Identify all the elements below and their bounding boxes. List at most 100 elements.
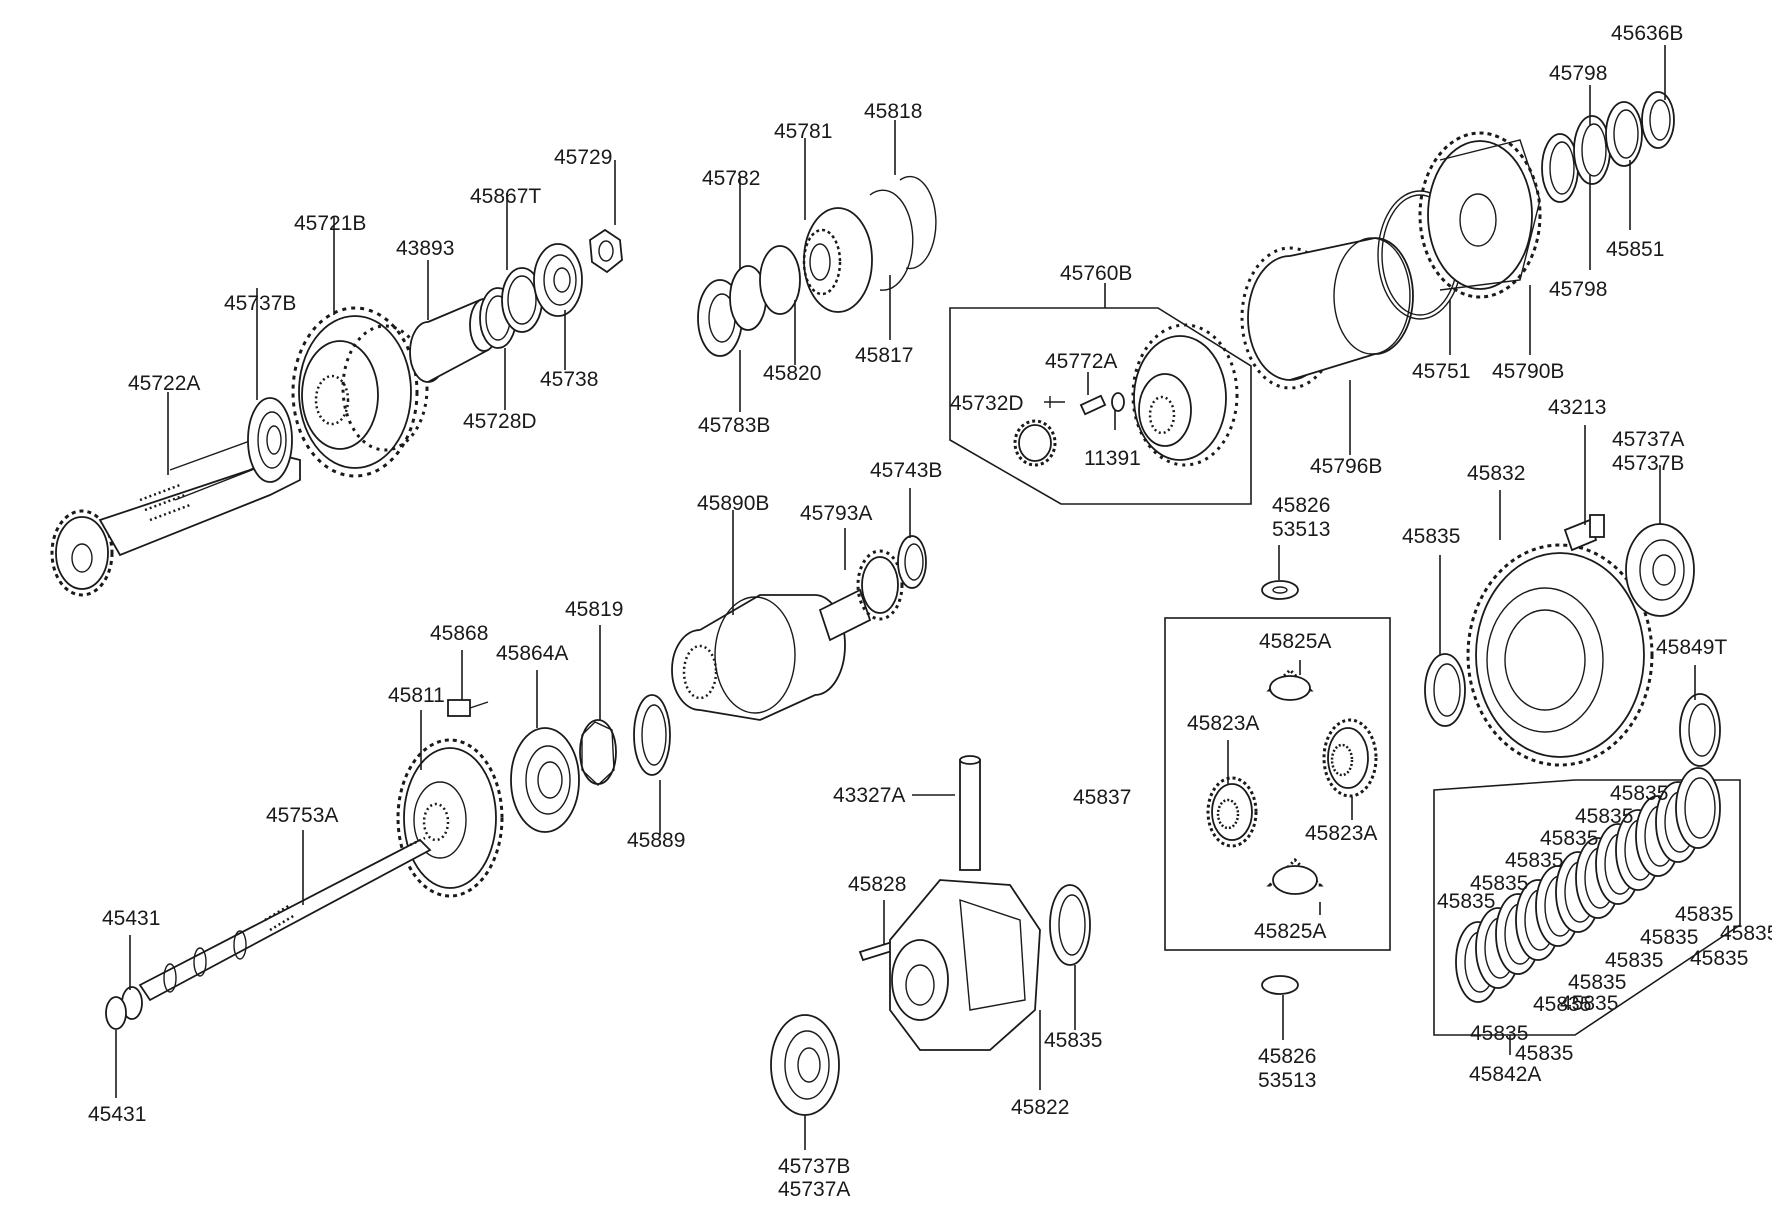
label-53513-bot: 53513 [1258, 1069, 1316, 1092]
pin-45732D [1044, 396, 1065, 408]
label-45721B: 45721B [294, 212, 366, 235]
bearing-45738 [533, 243, 583, 317]
label-45835-stack: 45835 [1470, 872, 1528, 895]
label-45835-stack: 45835 [1437, 890, 1495, 913]
gear-45811 [396, 738, 504, 898]
clutch-plate [1675, 767, 1721, 849]
clutch-stack-labels: 4583545835458354583545835458354583545835… [1437, 782, 1772, 1065]
bolt-45868 [447, 699, 489, 717]
label-45819: 45819 [565, 598, 623, 621]
gear-45793A [818, 549, 904, 642]
label-45835-stack: 45835 [1505, 849, 1563, 872]
pin-43327A [959, 755, 981, 871]
label-45835-r: 45835 [1402, 525, 1460, 548]
label-45835-stack: 45835 [1568, 971, 1626, 994]
clutch-plate-stack-45835 [1455, 767, 1721, 1003]
label-45864A: 45864A [496, 642, 568, 665]
label-45832: 45832 [1467, 462, 1525, 485]
group-box-45837 [1164, 617, 1391, 951]
label-53513-top: 53513 [1272, 518, 1330, 541]
carrier-45890B [671, 594, 846, 721]
label-45783B: 45783B [698, 414, 770, 437]
label-45728D: 45728D [463, 410, 537, 433]
label-45751: 45751 [1412, 360, 1470, 383]
label-45837: 45837 [1073, 786, 1131, 809]
bevel-gear-45825A-top [1266, 667, 1314, 701]
label-45798-top: 45798 [1549, 62, 1607, 85]
label-45722A: 45722A [128, 372, 200, 395]
label-45835-stack: 45835 [1470, 1022, 1528, 1045]
label-45835-stack: 45835 [1540, 827, 1598, 850]
label-45842A: 45842A [1469, 1063, 1541, 1086]
label-45743B: 45743B [870, 459, 942, 482]
label-45796B: 45796B [1310, 455, 1382, 478]
label-45851: 45851 [1606, 238, 1664, 261]
label-45823A-r: 45823A [1305, 822, 1377, 845]
label-45793A: 45793A [800, 502, 872, 525]
ring-45431-b [105, 996, 127, 1030]
part-labels: 45636B 45798 45818 45781 45782 45729 458… [88, 22, 1727, 1201]
label-45826-top: 45826 [1272, 494, 1330, 517]
label-45825A-bot: 45825A [1254, 920, 1326, 943]
label-45889: 45889 [627, 829, 685, 852]
label-45737A-b: 45737A [778, 1178, 850, 1201]
label-43327A: 43327A [833, 784, 905, 807]
bearing-45864A [510, 727, 580, 833]
label-45431-top: 45431 [102, 907, 160, 930]
label-45820: 45820 [763, 362, 821, 385]
nut-45819 [579, 719, 617, 786]
group-box-45842A [1433, 779, 1741, 1036]
clip-11391 [1111, 392, 1125, 412]
label-45772A: 45772A [1045, 350, 1117, 373]
snap-ring-45817 [869, 189, 914, 291]
label-11391: 11391 [1084, 447, 1141, 470]
label-45823A-l: 45823A [1187, 712, 1259, 735]
label-45835-stack: 45835 [1640, 926, 1698, 949]
label-43893: 43893 [396, 237, 454, 260]
label-45868: 45868 [430, 622, 488, 645]
ring-45743B [897, 535, 927, 589]
washer-45798-a [1541, 133, 1579, 203]
washer-45798-b [1573, 115, 1611, 185]
label-45753A: 45753A [266, 804, 338, 827]
pinion-gear-small [1013, 419, 1057, 467]
sleeve-43893 [409, 298, 499, 383]
label-45867T: 45867T [470, 185, 541, 208]
label-45431-bot: 45431 [88, 1103, 146, 1126]
label-45835-stack: 45835 [1560, 992, 1618, 1015]
nut-45729 [589, 228, 623, 274]
washer-45851 [1605, 101, 1643, 167]
washer-45835-right [1424, 653, 1466, 727]
washer-45826-bottom [1261, 975, 1299, 995]
label-45890B: 45890B [697, 492, 769, 515]
label-43213: 43213 [1548, 396, 1606, 419]
label-45828: 45828 [848, 873, 906, 896]
label-45835-stack: 45835 [1675, 903, 1733, 926]
label-45790B: 45790B [1492, 360, 1564, 383]
input-shaft-45722A [50, 429, 301, 597]
label-45849T: 45849T [1656, 636, 1727, 659]
label-45826-bot: 45826 [1258, 1045, 1316, 1068]
label-45835-stack: 45835 [1575, 805, 1633, 828]
label-45835-stack: 45835 [1690, 947, 1748, 970]
label-45835-stack: 45835 [1605, 949, 1663, 972]
label-45798-bot: 45798 [1549, 278, 1607, 301]
label-45835-stack: 45835 [1515, 1042, 1573, 1065]
pin-45772A [1079, 394, 1107, 416]
label-45835-c: 45835 [1044, 1029, 1102, 1052]
bevel-gear-45823A-right [1322, 718, 1378, 798]
label-45737B-top: 45737B [224, 292, 296, 315]
label-45729: 45729 [554, 146, 612, 169]
washer-45826-top [1261, 580, 1299, 600]
drum-45796B [1240, 237, 1414, 390]
label-45822: 45822 [1011, 1096, 1069, 1119]
bevel-gear-45823A-left [1206, 776, 1258, 848]
label-45760B: 45760B [1060, 262, 1132, 285]
label-45737B-r: 45737B [1612, 452, 1684, 475]
group-box-45760B [949, 307, 1252, 505]
snap-ring-45818 [899, 175, 937, 270]
case-45822 [889, 879, 1041, 1051]
differential-assembly-45760B [1131, 323, 1239, 467]
bolt-43213 [1563, 514, 1605, 552]
